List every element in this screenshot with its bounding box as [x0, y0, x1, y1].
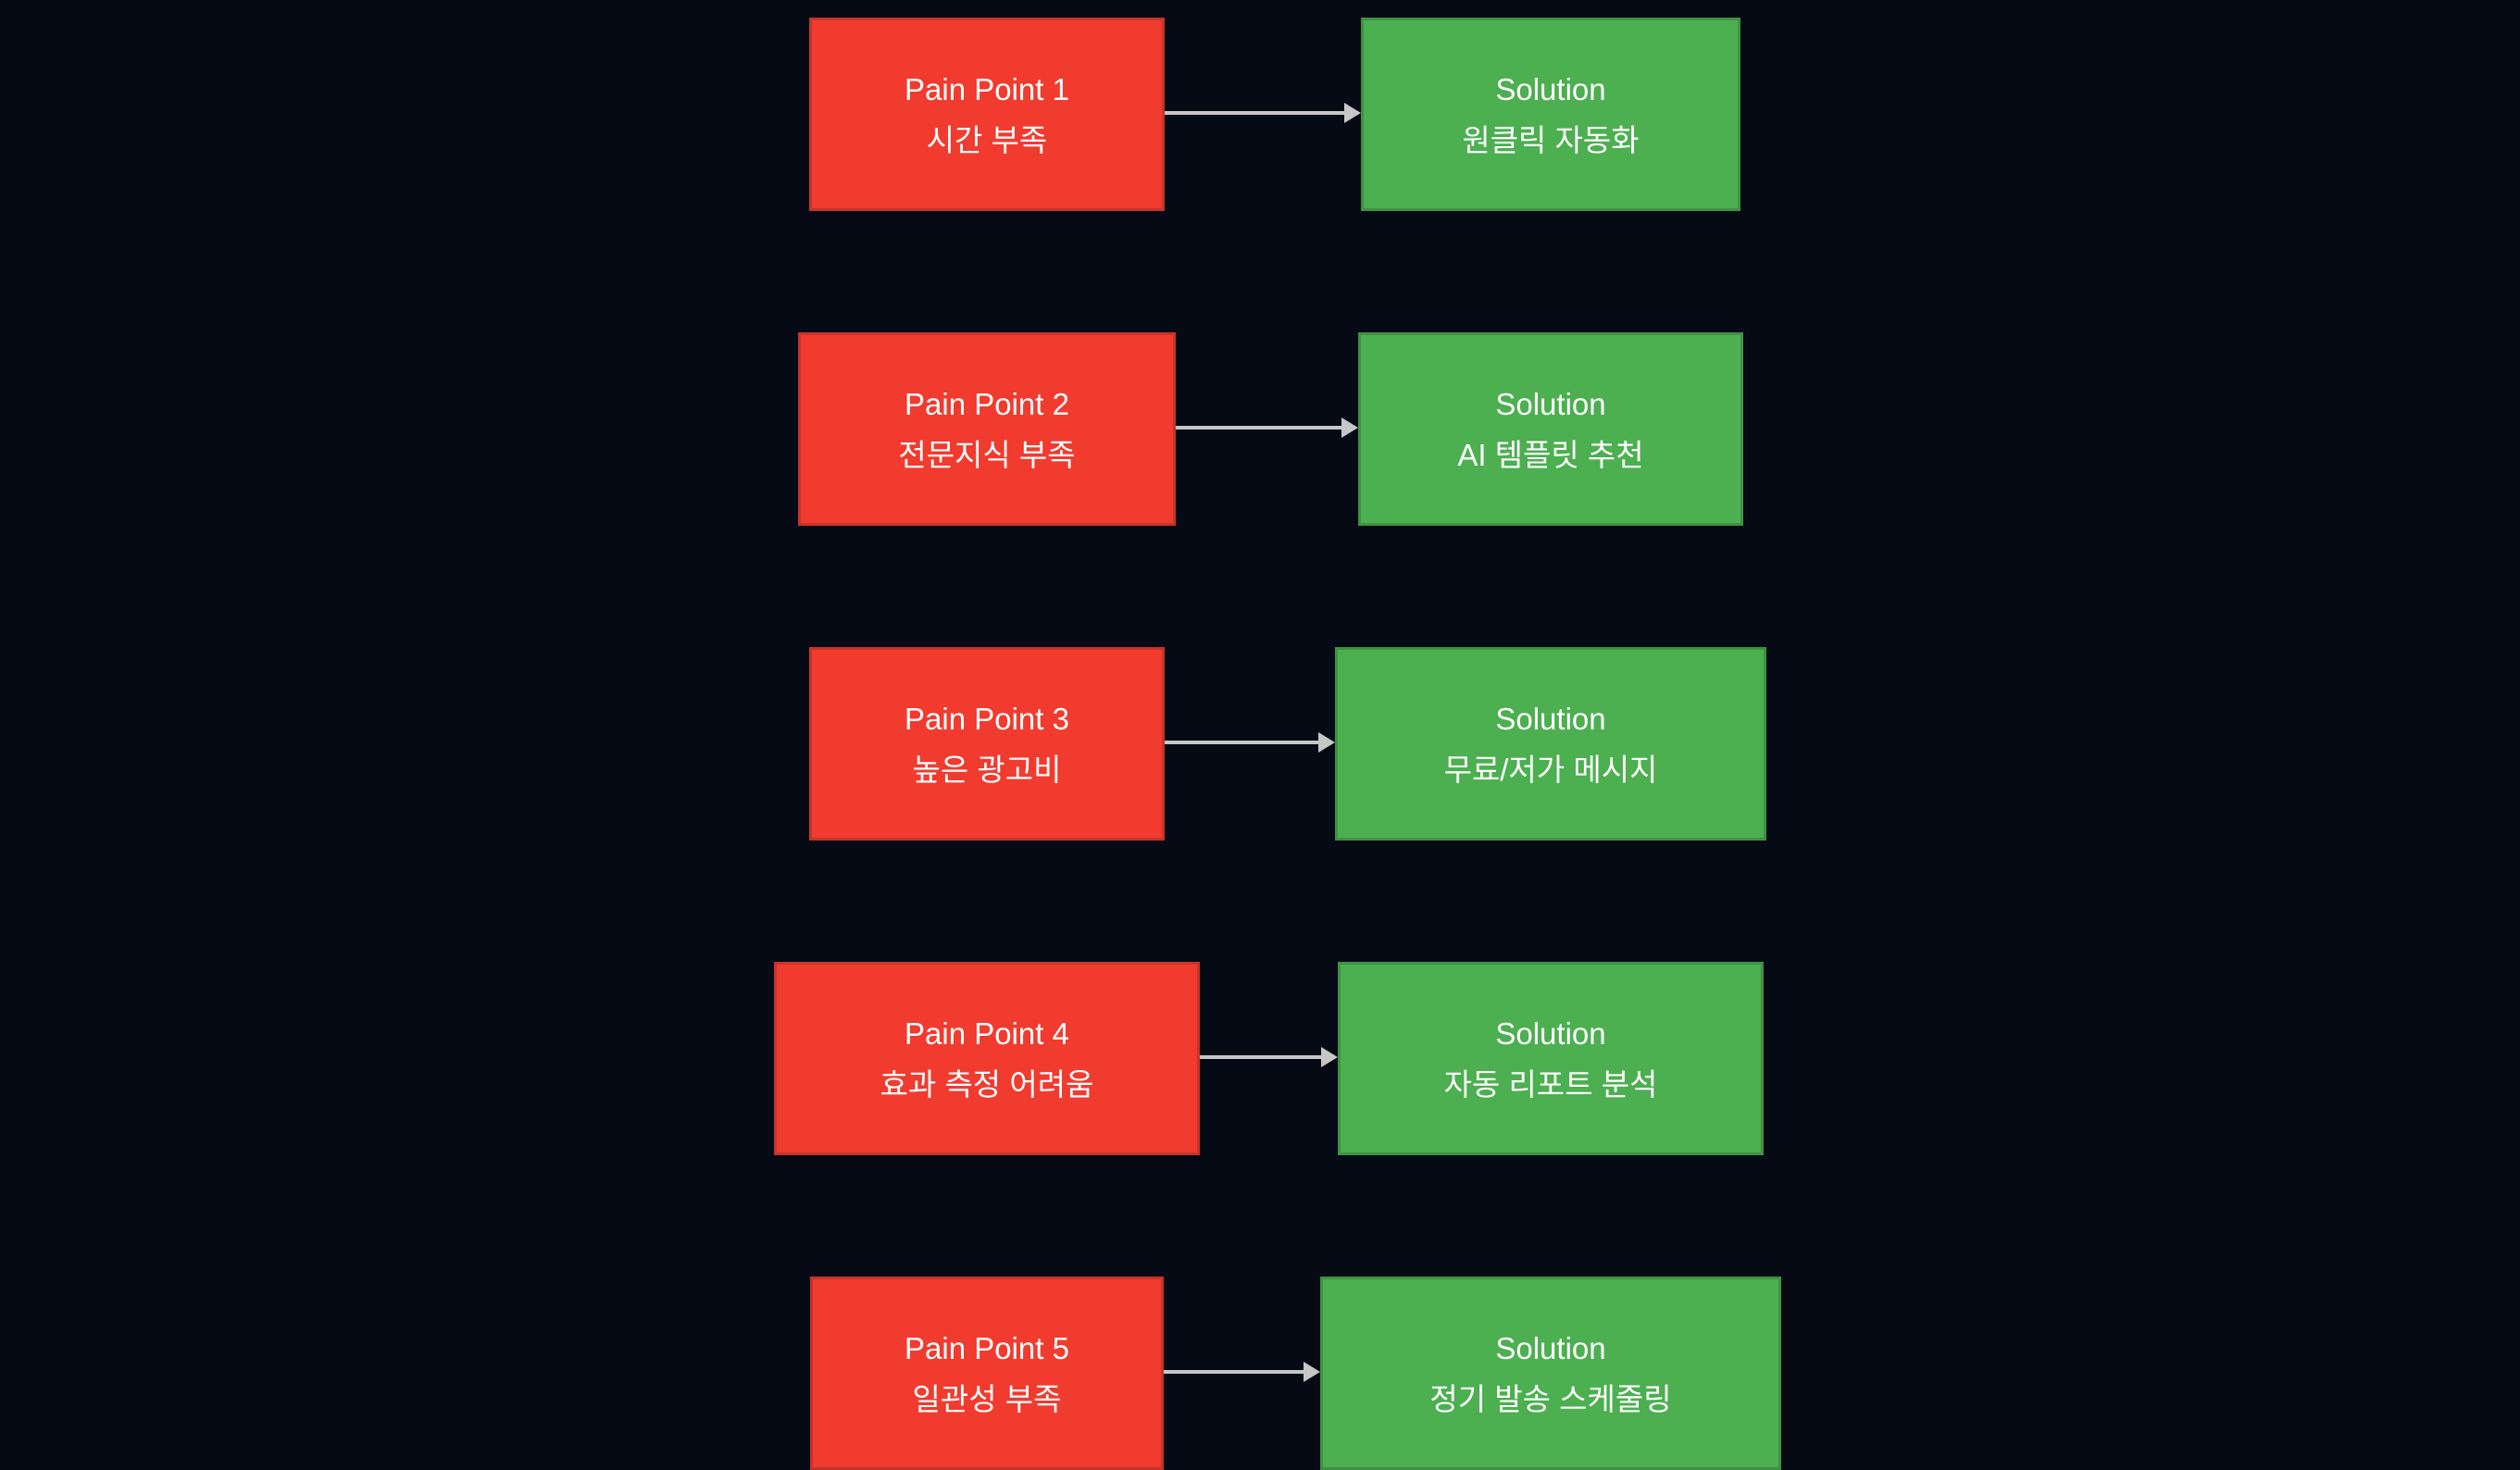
solution-title: Solution	[1495, 1330, 1606, 1365]
arrow-connector-4	[1200, 1055, 1321, 1059]
pain-point-title: Pain Point 2	[904, 386, 1069, 421]
solution-subtitle: AI 템플릿 추천	[1457, 437, 1644, 472]
pain-point-subtitle: 높은 광고비	[912, 752, 1062, 787]
arrow-connector-5	[1164, 1370, 1304, 1374]
pain-point-node-1: Pain Point 1 시간 부족	[809, 18, 1165, 211]
arrow-connector-1	[1165, 111, 1344, 115]
pain-point-subtitle: 일관성 부족	[912, 1381, 1062, 1416]
solution-subtitle: 원클릭 자동화	[1462, 122, 1640, 157]
solution-node-4: Solution 자동 리포트 분석	[1338, 962, 1764, 1155]
pain-point-node-5: Pain Point 5 일관성 부족	[810, 1277, 1164, 1470]
solution-node-1: Solution 원클릭 자동화	[1361, 18, 1740, 211]
solution-title: Solution	[1495, 386, 1606, 421]
solution-node-3: Solution 무료/저가 메시지	[1335, 647, 1766, 841]
diagram-row-1: Pain Point 1 시간 부족 Solution 원클릭 자동화	[0, 18, 2520, 211]
pain-point-title: Pain Point 1	[904, 71, 1069, 106]
pain-point-subtitle: 효과 측정 어려움	[880, 1066, 1094, 1102]
solution-node-5: Solution 정기 발송 스케줄링	[1320, 1277, 1781, 1470]
pain-point-subtitle: 전문지식 부족	[898, 437, 1076, 472]
diagram-row-4: Pain Point 4 효과 측정 어려움 Solution 자동 리포트 분…	[0, 962, 2520, 1155]
solution-subtitle: 무료/저가 메시지	[1443, 752, 1658, 787]
solution-subtitle: 정기 발송 스케줄링	[1429, 1381, 1672, 1416]
pain-point-node-2: Pain Point 2 전문지식 부족	[798, 332, 1176, 526]
diagram-row-2: Pain Point 2 전문지식 부족 Solution AI 템플릿 추천	[0, 332, 2520, 526]
pain-point-node-3: Pain Point 3 높은 광고비	[809, 647, 1165, 841]
pain-point-title: Pain Point 4	[904, 1015, 1069, 1051]
pain-point-node-4: Pain Point 4 효과 측정 어려움	[774, 962, 1200, 1155]
arrow-connector-2	[1176, 426, 1341, 430]
solution-title: Solution	[1495, 71, 1606, 106]
pain-point-title: Pain Point 5	[904, 1330, 1069, 1365]
solution-subtitle: 자동 리포트 분석	[1443, 1066, 1658, 1102]
pain-point-subtitle: 시간 부족	[926, 122, 1048, 157]
solution-title: Solution	[1495, 1015, 1606, 1051]
solution-title: Solution	[1495, 701, 1606, 736]
diagram-row-5: Pain Point 5 일관성 부족 Solution 정기 발송 스케줄링	[0, 1277, 2520, 1470]
diagram-row-3: Pain Point 3 높은 광고비 Solution 무료/저가 메시지	[0, 647, 2520, 841]
arrow-connector-3	[1165, 741, 1318, 744]
solution-node-2: Solution AI 템플릿 추천	[1358, 332, 1743, 526]
pain-point-title: Pain Point 3	[904, 701, 1069, 736]
